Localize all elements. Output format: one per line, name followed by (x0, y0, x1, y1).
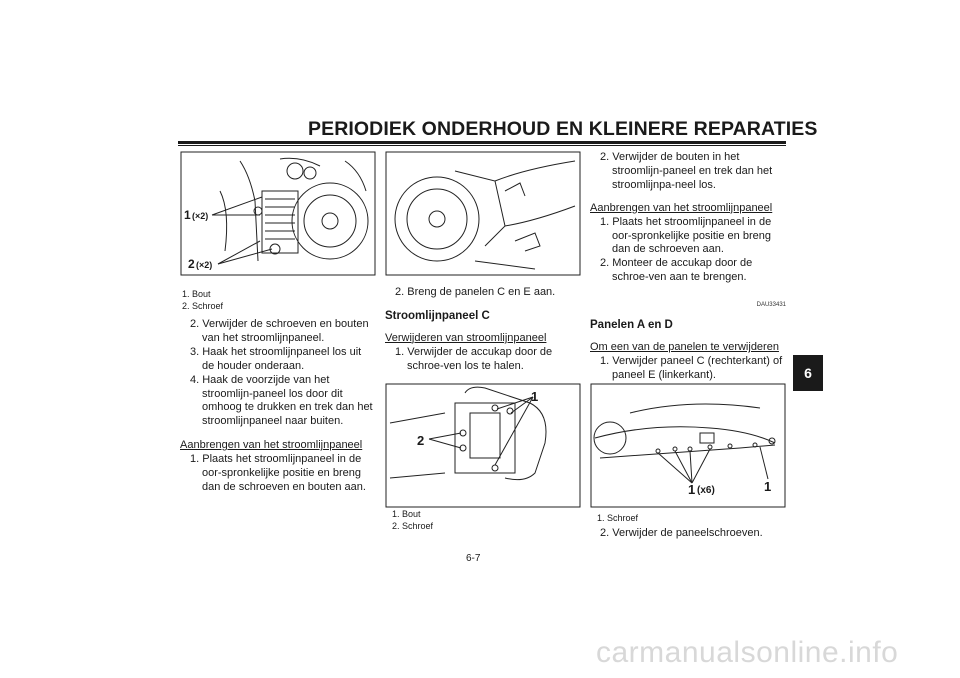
column-1: 2. Verwijder de schroeven en bouten van … (180, 318, 374, 495)
page-number: 6-7 (466, 553, 481, 564)
subheading: Verwijderen van stroomlijnpaneel (385, 331, 547, 344)
step-item: 4. Haak de voorzijde van het stroomlijn-… (190, 373, 373, 428)
subheading: Aanbrengen van het stroomlijnpaneel (590, 201, 773, 214)
step-item: 1. Verwijder paneel C (rechterkant) of p… (600, 354, 783, 381)
column-3: 2. Verwijder de bouten in het stroomlijn… (590, 151, 786, 383)
fig1-callout-2: 2 (188, 257, 195, 271)
step-item: 1. Plaats het stroomlijnpaneel in de oor… (190, 453, 366, 493)
step-item: 2. Monteer de accukap door de schroe-ven… (600, 257, 753, 284)
column-3-bottom: 2. Verwijder de paneelschroeven. (590, 527, 786, 541)
header-rule (178, 141, 786, 144)
step-item: 2. Verwijder de schroeven en bouten van … (190, 318, 369, 344)
figure-front-wheel (385, 151, 581, 276)
caption-line: 1. Bout (392, 509, 421, 519)
step-item: 2. Breng de panelen C en E aan. (395, 286, 556, 298)
header-rule-thin (178, 145, 786, 146)
fig4-caption: 1. Schroef (597, 512, 638, 524)
figure-panel-c: 1 2 (385, 383, 581, 508)
section-heading: Panelen A en D (590, 319, 673, 332)
caption-line: 1. Bout (182, 289, 211, 299)
step-item: 2. Verwijder de paneelschroeven. (600, 527, 763, 539)
step-item: 2. Verwijder de bouten in het stroomlijn… (600, 151, 773, 191)
step-item: 1. Plaats het stroomlijnpaneel in de oor… (600, 215, 772, 256)
figure-engine-front: 1 (×2) 2 (×2) (180, 151, 376, 276)
fig1-callout-2-count: (×2) (196, 260, 212, 270)
step-item: 3. Haak het stroomlijnpaneel los uit de … (190, 345, 362, 372)
fig3-callout-2: 2 (417, 433, 424, 448)
step-item: 1. Verwijder de accukap door de schroe-v… (395, 345, 553, 372)
subheading: Om een van de panelen te verwijderen (590, 340, 779, 353)
fig4-callout-1: 1 (688, 482, 695, 497)
fig1-callout-1-count: (×2) (192, 211, 208, 221)
caption-line: 1. Schroef (597, 513, 639, 523)
page-title: PERIODIEK ONDERHOUD EN KLEINERE REPARATI… (308, 118, 818, 140)
figure-panels-a-d: 1 (x6) 1 (590, 383, 786, 508)
fig4-callout-1-count: (x6) (697, 485, 715, 496)
fig1-caption: 1. Bout 2. Schroef (182, 288, 223, 312)
subheading: Aanbrengen van het stroomlijnpaneel (180, 439, 363, 452)
fig1-callout-1: 1 (184, 208, 191, 222)
caption-line: 2. Schroef (392, 521, 434, 531)
section-heading: Stroomlijnpaneel C (385, 309, 490, 322)
watermark: carmanualsonline.info (596, 636, 899, 669)
caption-line: 2. Schroef (182, 301, 224, 311)
section-tab: 6 (793, 355, 823, 391)
fig3-caption: 1. Bout 2. Schroef (392, 508, 433, 532)
fig3-callout-1: 1 (531, 389, 538, 404)
column-2: 2. Breng de panelen C en E aan. Stroomli… (385, 286, 579, 374)
fig4-callout-2: 1 (764, 479, 771, 494)
doc-code: DAU33431 (756, 302, 786, 309)
